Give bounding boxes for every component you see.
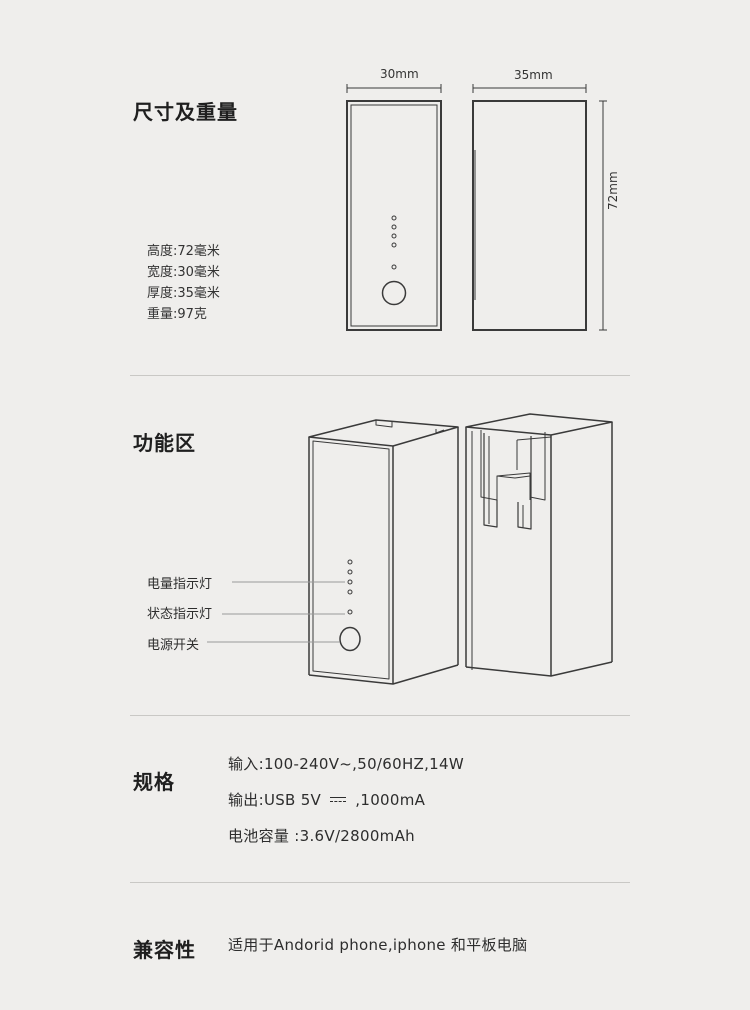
- width-spec: 宽度:30毫米: [147, 265, 220, 280]
- compatibility-text: 适用于Andorid phone,iphone 和平板电脑: [228, 936, 528, 954]
- output-spec: 输出:USB 5V ,1000mA: [228, 789, 425, 810]
- battery-spec: 电池容量 :3.6V/2800mAh: [228, 827, 415, 845]
- depth-dimension-label: 35mm: [514, 68, 553, 82]
- battery-indicator-label: 电量指示灯: [147, 577, 213, 592]
- depth-spec: 厚度:35毫米: [147, 286, 220, 301]
- width-dimension-line: [346, 84, 442, 93]
- dimension-specs: 高度:72毫米 宽度:30毫米 厚度:35毫米 重量:97克: [147, 241, 220, 325]
- compatibility-title: 兼容性: [133, 938, 196, 962]
- divider-3: [130, 882, 630, 883]
- side-view-drawing: [472, 100, 587, 331]
- dimensions-title: 尺寸及重量: [133, 100, 238, 124]
- front-view-drawing: [346, 100, 442, 331]
- specification-title: 规格: [133, 770, 175, 794]
- output-spec-suffix: ,1000mA: [355, 791, 426, 809]
- back-3d-drawing: [465, 413, 613, 677]
- dc-symbol-icon: [328, 795, 348, 807]
- width-dimension-label: 30mm: [380, 67, 419, 81]
- status-indicator-label: 状态指示灯: [147, 607, 213, 622]
- divider-1: [130, 375, 630, 376]
- height-spec: 高度:72毫米: [147, 244, 220, 259]
- output-spec-prefix: 输出:USB 5V: [228, 791, 322, 809]
- height-dimension-line: [599, 100, 607, 331]
- front-3d-drawing: [308, 419, 459, 685]
- weight-spec: 重量:97克: [147, 307, 207, 322]
- depth-dimension-line: [472, 84, 587, 93]
- function-title: 功能区: [133, 431, 196, 455]
- power-switch-label: 电源开关: [147, 638, 200, 653]
- function-leader-lines: [207, 581, 345, 643]
- input-spec: 输入:100-240V~,50/60HZ,14W: [228, 755, 464, 773]
- divider-2: [130, 715, 630, 716]
